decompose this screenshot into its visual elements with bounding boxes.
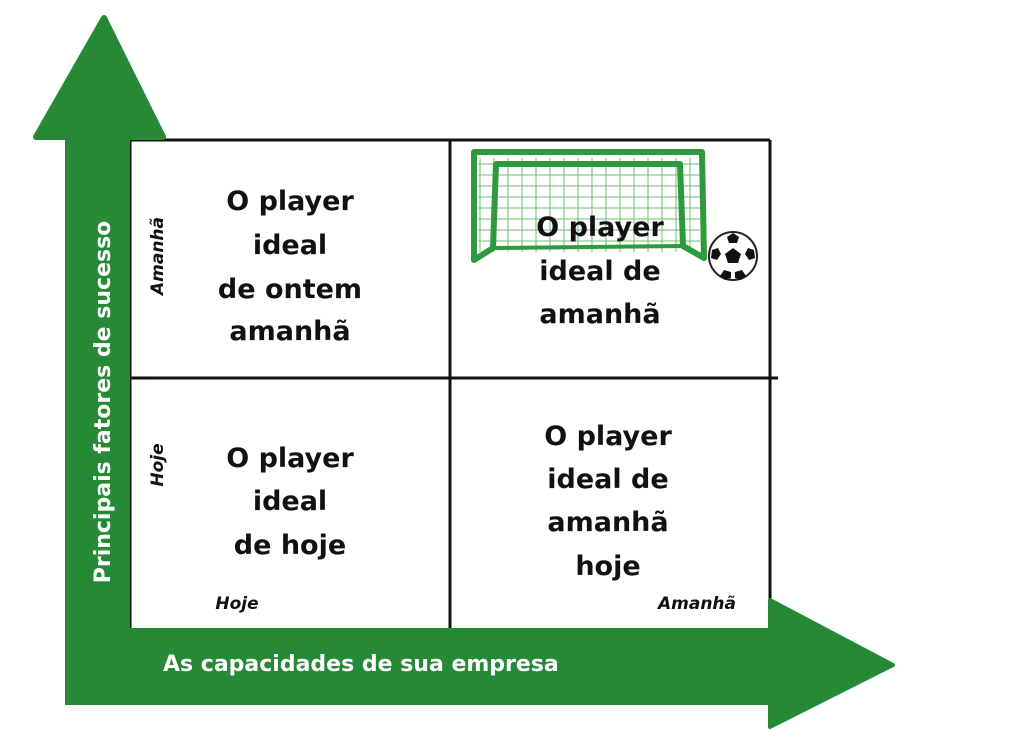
quadrant-text: de hoje (234, 530, 346, 561)
quadrant-text: amanhã (547, 507, 668, 538)
quadrant-text: de ontem (218, 274, 362, 305)
quadrant-text: O player (226, 186, 354, 217)
quadrant-text: O player (544, 421, 672, 452)
quadrant-text: O player (226, 443, 354, 474)
quadrant-text: amanhã (229, 316, 350, 347)
quadrant-top-right: O player ideal de amanhã (536, 212, 664, 330)
quadrant-bottom-left: O player ideal de hoje (226, 443, 354, 561)
quadrant-bottom-right: O player ideal de amanhã hoje (544, 421, 672, 582)
x-level-amanha: Amanhã (656, 594, 736, 614)
soccer-ball-icon (708, 231, 758, 281)
y-level-hoje: Hoje (148, 443, 168, 486)
quadrant-top-left: O player ideal de ontem amanhã (218, 186, 362, 347)
quadrant-text: ideal (253, 230, 327, 261)
x-axis-label: As capacidades de sua empresa (163, 652, 559, 677)
quadrant-text: O player (536, 212, 664, 243)
quadrant-text: amanhã (539, 299, 660, 330)
x-level-hoje: Hoje (215, 594, 258, 614)
quadrant-text: ideal (253, 486, 327, 517)
y-axis-arrow (33, 15, 166, 705)
y-axis-label: Principais fatores de sucesso (91, 221, 116, 584)
quadrant-text: ideal de (539, 256, 660, 287)
y-level-amanha: Amanhã (148, 217, 168, 297)
soccer-goal-icon (471, 149, 707, 263)
quadrant-text: ideal de (547, 464, 668, 495)
quadrant-text: hoje (575, 551, 640, 582)
x-axis-arrow (65, 598, 895, 729)
